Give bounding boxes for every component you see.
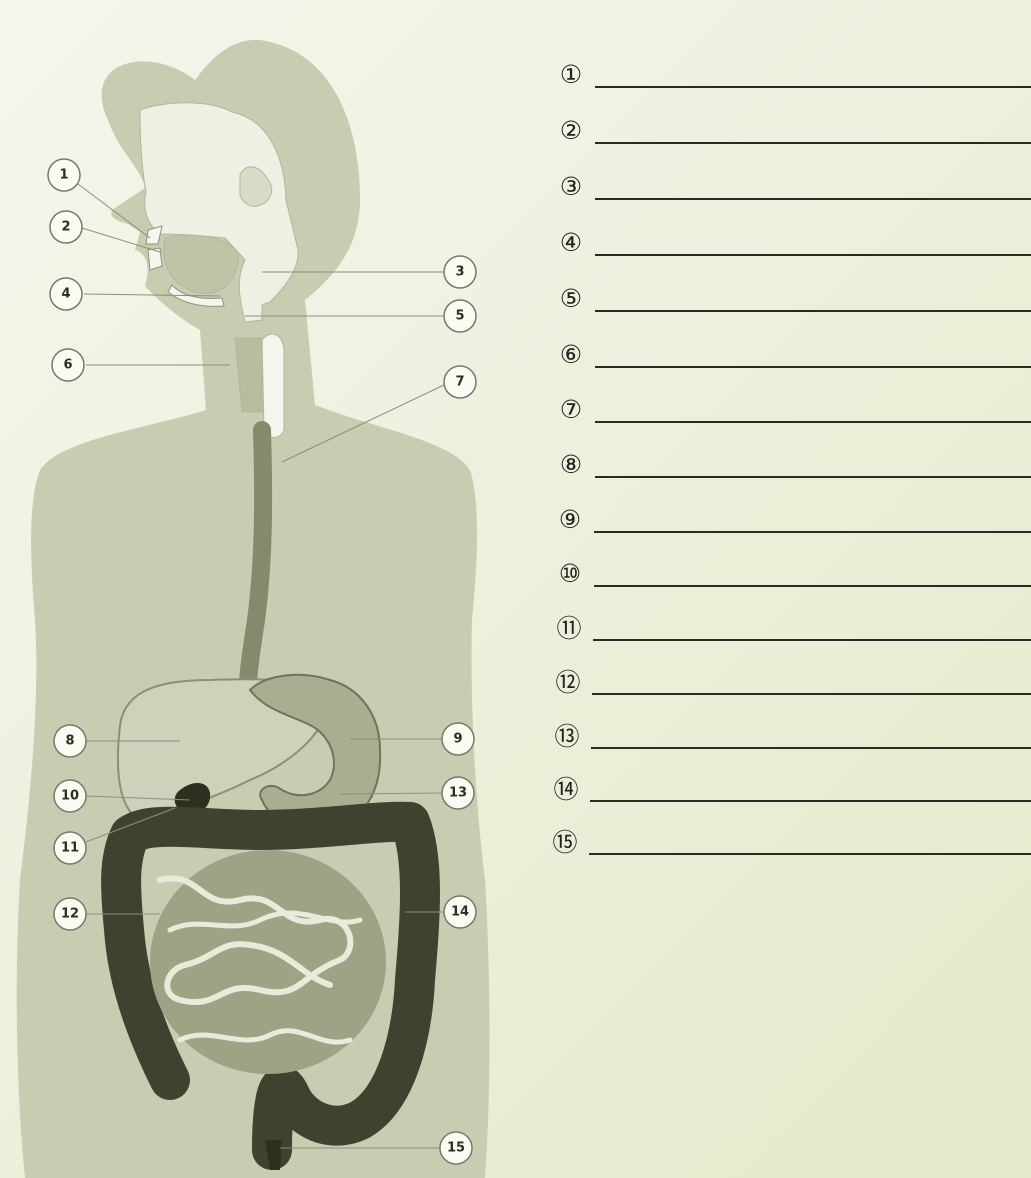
callout-label: 1 — [59, 168, 68, 183]
callout-label: 9 — [453, 732, 462, 747]
answer-number: ② — [555, 114, 587, 146]
answer-blank-line[interactable] — [595, 198, 1031, 200]
answer-number: ③ — [555, 170, 587, 202]
callout-label: 11 — [61, 841, 79, 856]
callout-label: 8 — [65, 734, 74, 749]
answer-number: ④ — [555, 226, 587, 258]
callout-2: 2 — [50, 211, 82, 243]
callout-3: 3 — [444, 256, 476, 288]
answer-row-13[interactable]: ⑬ — [551, 719, 1031, 759]
answer-number: ⑫ — [552, 665, 584, 697]
answer-row-10[interactable]: ⑩ — [554, 557, 1031, 597]
answer-blank-line[interactable] — [590, 800, 1031, 802]
answer-blank-line[interactable] — [595, 310, 1031, 312]
callout-13: 13 — [442, 777, 474, 809]
callout-11: 11 — [54, 832, 86, 864]
callout-label: 7 — [455, 375, 464, 390]
callout-6: 6 — [52, 349, 84, 381]
answer-blank-line[interactable] — [594, 531, 1031, 533]
answer-number: ⑦ — [555, 393, 587, 425]
answer-blank-line[interactable] — [594, 585, 1031, 587]
answer-row-12[interactable]: ⑫ — [552, 665, 1031, 705]
callout-label: 3 — [455, 265, 464, 280]
callout-7: 7 — [444, 366, 476, 398]
callout-8: 8 — [54, 725, 86, 757]
answer-number: ⑥ — [555, 338, 587, 370]
answer-row-15[interactable]: ⑮ — [549, 825, 1031, 865]
callout-label: 15 — [447, 1141, 465, 1156]
small-intestine — [150, 850, 386, 1074]
callout-label: 5 — [455, 309, 464, 324]
callout-label: 10 — [61, 789, 79, 804]
answer-number: ⑪ — [553, 611, 585, 643]
answer-number: ① — [555, 58, 587, 90]
callout-label: 2 — [61, 220, 70, 235]
answer-blank-line[interactable] — [591, 747, 1031, 749]
answer-row-3[interactable]: ③ — [555, 170, 1031, 210]
callout-4: 4 — [50, 278, 82, 310]
answer-blank-line[interactable] — [595, 421, 1031, 423]
answer-number: ⑧ — [555, 448, 587, 480]
answer-blank-line[interactable] — [595, 366, 1031, 368]
answer-blank-line[interactable] — [593, 639, 1031, 641]
answer-blank-line[interactable] — [595, 254, 1031, 256]
answer-blank-line[interactable] — [595, 476, 1031, 478]
answer-row-5[interactable]: ⑤ — [555, 282, 1031, 322]
answer-row-9[interactable]: ⑨ — [554, 503, 1031, 543]
answer-row-7[interactable]: ⑦ — [555, 393, 1031, 433]
callout-label: 12 — [61, 907, 79, 922]
callout-label: 4 — [61, 287, 70, 302]
callout-1: 1 — [48, 159, 80, 191]
answer-row-11[interactable]: ⑪ — [553, 611, 1031, 651]
callout-9: 9 — [442, 723, 474, 755]
answer-number: ⑭ — [550, 772, 582, 804]
answer-number: ⑩ — [554, 557, 586, 589]
answer-blank-line[interactable] — [589, 853, 1031, 855]
answer-blank-line[interactable] — [592, 693, 1031, 695]
answer-row-1[interactable]: ① — [555, 58, 1031, 98]
answer-number: ⑬ — [551, 719, 583, 751]
answer-row-14[interactable]: ⑭ — [550, 772, 1031, 812]
callout-14: 14 — [444, 896, 476, 928]
callout-5: 5 — [444, 300, 476, 332]
answer-number: ⑤ — [555, 282, 587, 314]
answer-number: ⑮ — [549, 825, 581, 857]
answer-row-4[interactable]: ④ — [555, 226, 1031, 266]
callout-12: 12 — [54, 898, 86, 930]
callout-10: 10 — [54, 780, 86, 812]
answer-row-6[interactable]: ⑥ — [555, 338, 1031, 378]
callout-label: 14 — [451, 905, 469, 920]
answer-blank-line[interactable] — [595, 142, 1031, 144]
callout-label: 6 — [63, 358, 72, 373]
callout-15: 15 — [440, 1132, 472, 1164]
answer-row-8[interactable]: ⑧ — [555, 448, 1031, 488]
answer-number: ⑨ — [554, 503, 586, 535]
answer-blank-line[interactable] — [595, 86, 1031, 88]
callout-label: 13 — [449, 786, 467, 801]
answer-row-2[interactable]: ② — [555, 114, 1031, 154]
